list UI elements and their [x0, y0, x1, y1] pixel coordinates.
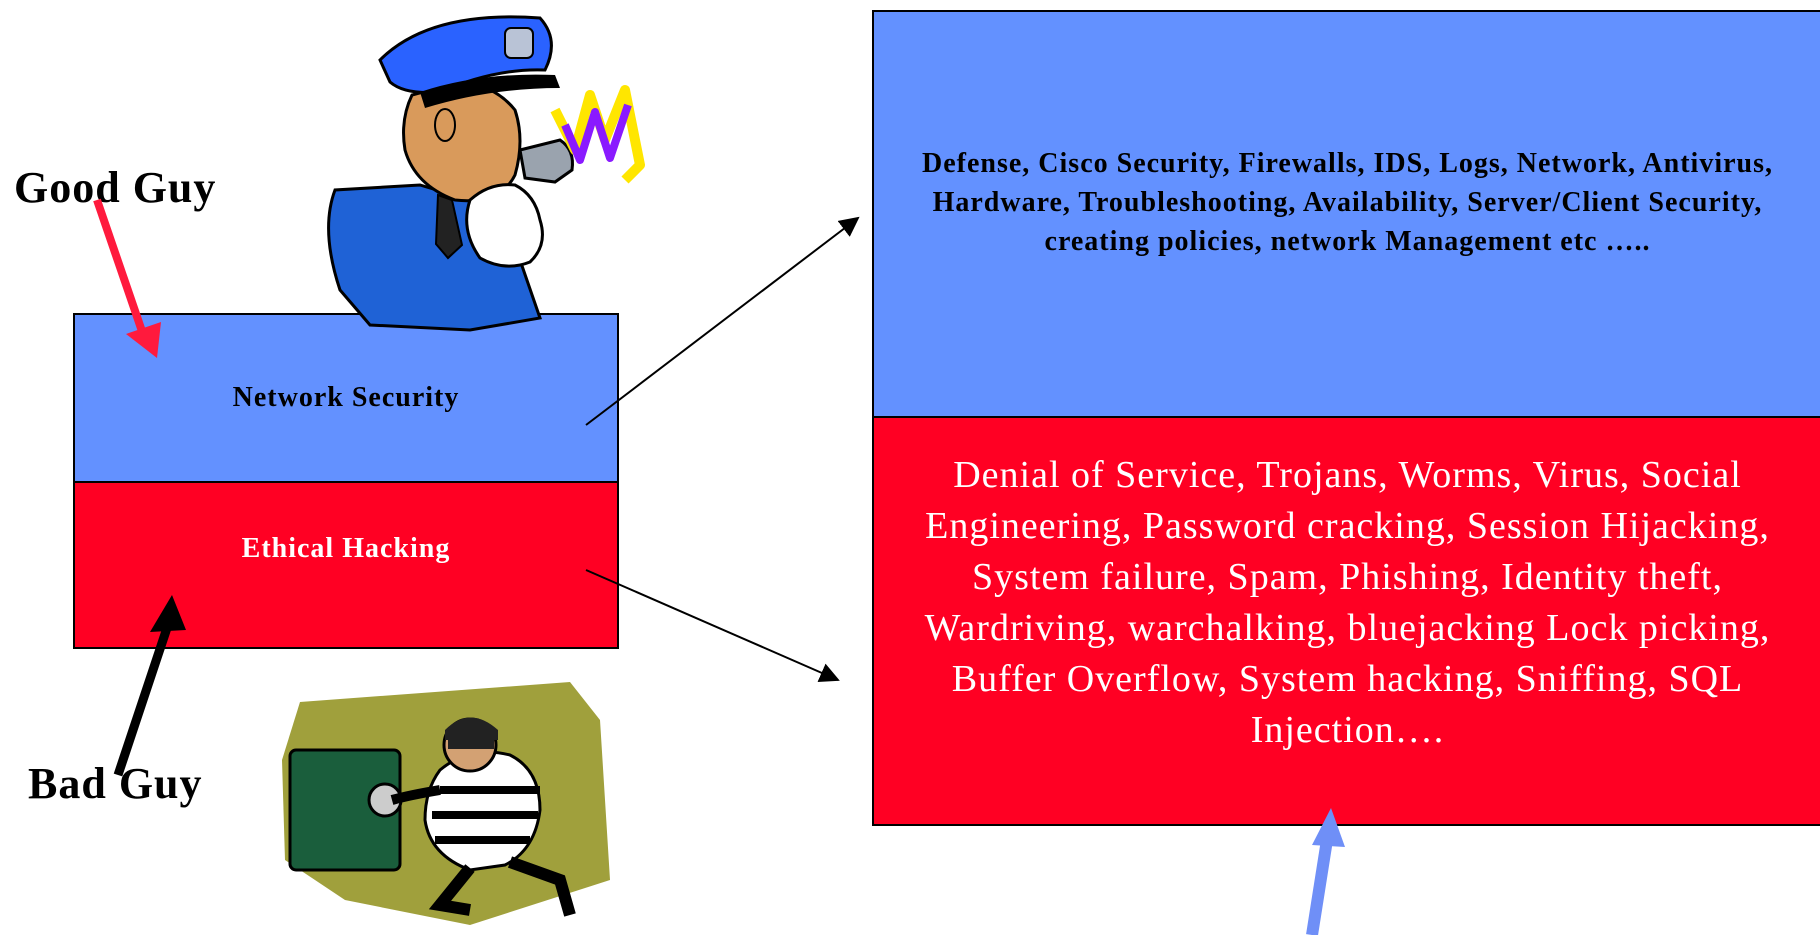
ethical-hacking-label: Ethical Hacking — [241, 533, 451, 564]
burglar-icon — [282, 682, 610, 925]
good-guy-arrowhead — [126, 322, 161, 358]
bad-guy-label: Bad Guy — [28, 759, 203, 808]
police-officer-icon — [327, 15, 645, 332]
bad-guy-arrowhead — [150, 595, 186, 632]
connector-arrow-attack — [585, 569, 840, 682]
network-security-box: Network Security — [73, 313, 619, 483]
bottom-arrowhead — [1312, 808, 1345, 847]
bottom-arrow — [1306, 839, 1333, 935]
attack-topics-box: Denial of Service, Trojans, Worms, Virus… — [872, 416, 1820, 826]
defense-topics-text: Defense, Cisco Security, Firewalls, IDS,… — [922, 148, 1773, 257]
connector-arrow-defense — [585, 216, 860, 426]
bad-guy-arrow — [113, 623, 173, 777]
good-guy-label: Good Guy — [14, 163, 217, 212]
defense-topics-box: Defense, Cisco Security, Firewalls, IDS,… — [872, 10, 1820, 418]
good-guy-arrow — [93, 198, 149, 342]
attack-topics-text: Denial of Service, Trojans, Worms, Virus… — [924, 454, 1771, 751]
ethical-hacking-box: Ethical Hacking — [73, 481, 619, 649]
network-security-label: Network Security — [232, 382, 460, 413]
